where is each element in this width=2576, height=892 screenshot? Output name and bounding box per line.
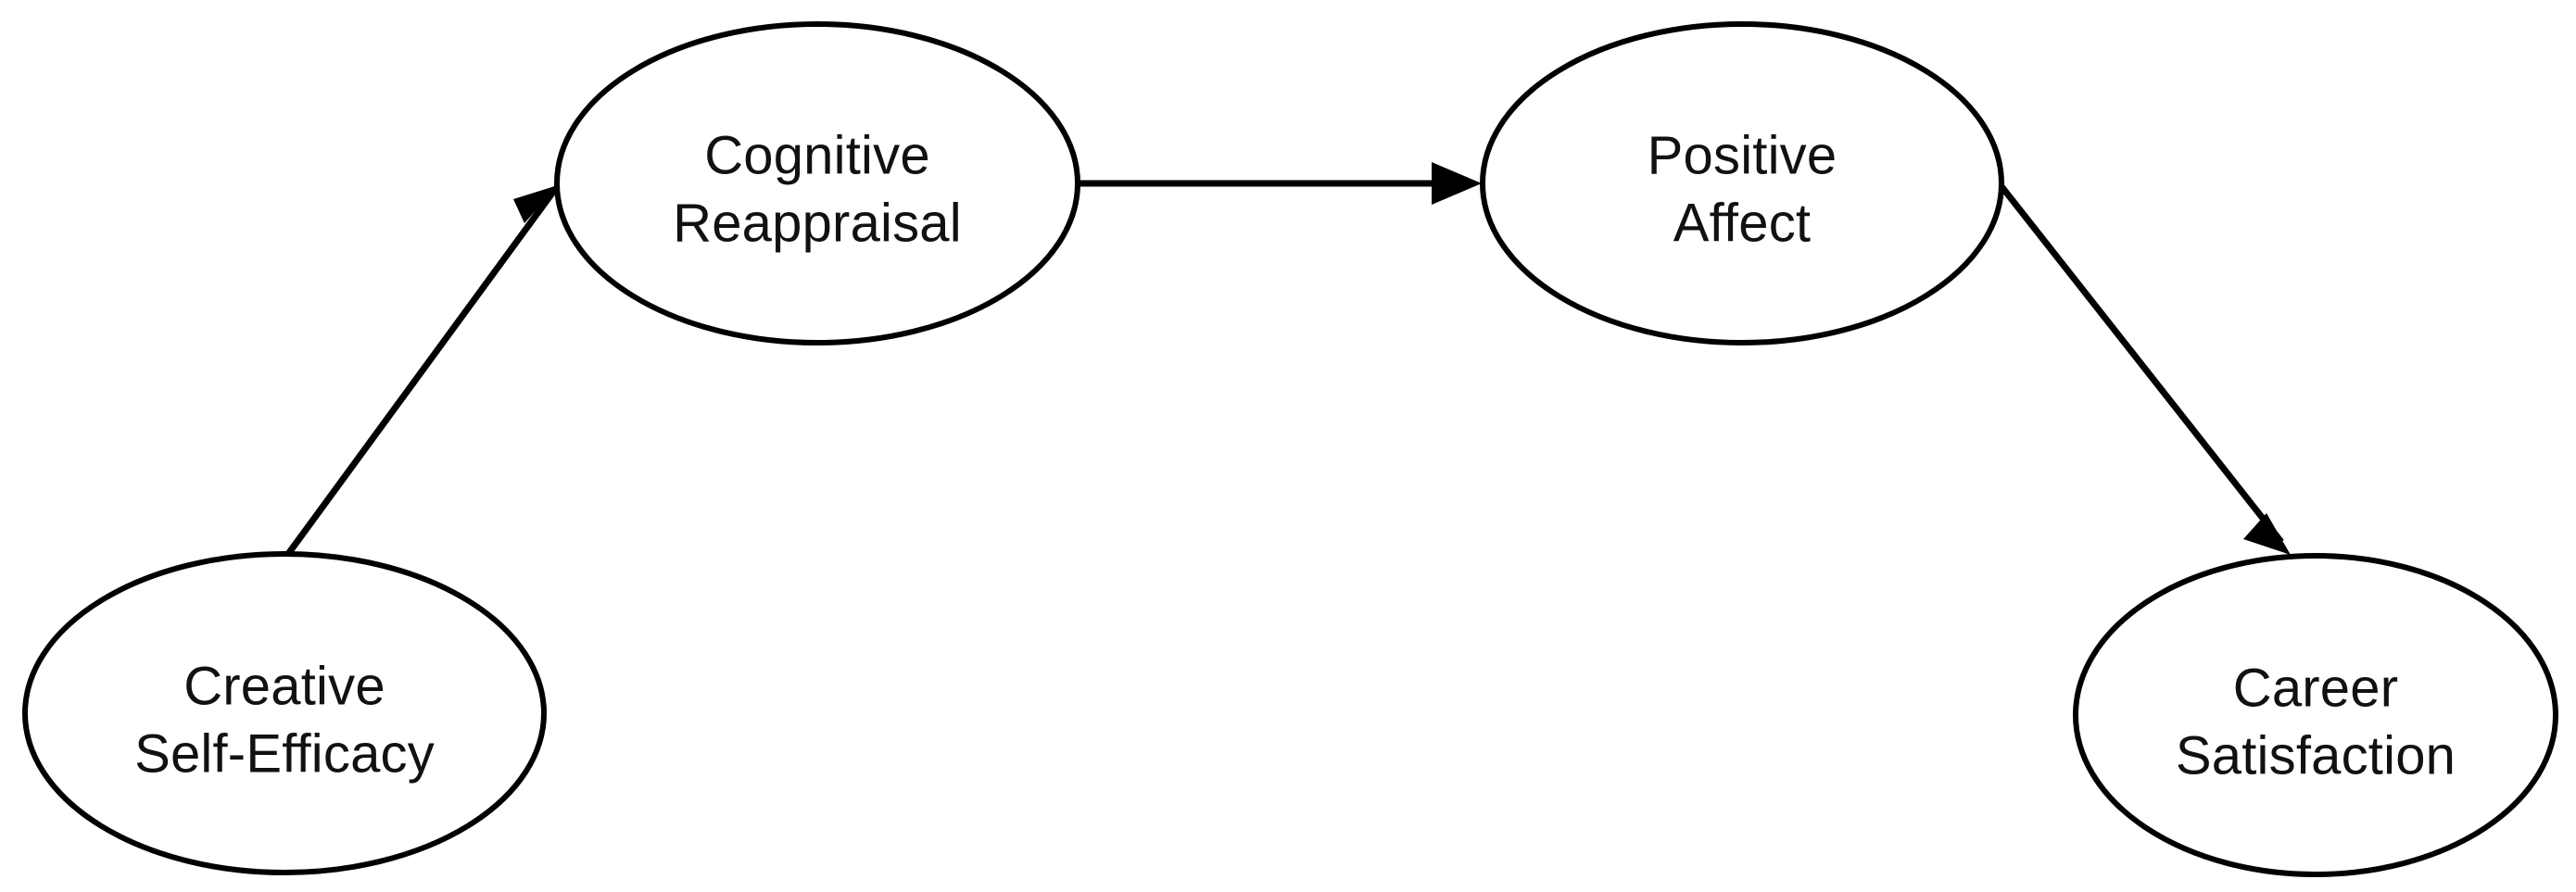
node-label-line1: Positive	[1648, 125, 1837, 185]
node-ellipse-shape	[22, 551, 547, 875]
node-label-line2: Satisfaction	[2176, 725, 2456, 785]
node-label-line2: Affect	[1673, 193, 1811, 253]
edge-cognitive-reappraisal-to-positive-affect[interactable]	[1078, 162, 1482, 205]
edge-line	[285, 185, 559, 557]
node-label-line2: Self-Efficacy	[134, 723, 435, 784]
node-label-line1: Cognitive	[704, 125, 930, 185]
node-label-line1: Creative	[183, 656, 385, 716]
node-label-line1: Career	[2233, 658, 2399, 718]
node-positive-affect[interactable]: Positive Affect	[1480, 21, 2004, 345]
edge-line	[1998, 182, 2284, 545]
node-label-line2: Reappraisal	[673, 193, 962, 253]
arrow-head-icon	[1432, 162, 1482, 205]
node-ellipse-shape	[1480, 21, 2004, 345]
edge-positive-affect-to-career-satisfaction[interactable]	[1998, 182, 2291, 555]
edge-creative-self-efficacy-to-cognitive-reappraisal[interactable]	[285, 185, 559, 557]
node-creative-self-efficacy[interactable]: Creative Self-Efficacy	[22, 551, 547, 875]
node-career-satisfaction[interactable]: Career Satisfaction	[2073, 553, 2558, 877]
node-ellipse-shape	[554, 21, 1080, 345]
node-cognitive-reappraisal[interactable]: Cognitive Reappraisal	[554, 21, 1080, 345]
arrow-head-icon	[2243, 513, 2291, 555]
arrow-head-icon	[513, 185, 558, 223]
node-ellipse-shape	[2073, 553, 2558, 877]
